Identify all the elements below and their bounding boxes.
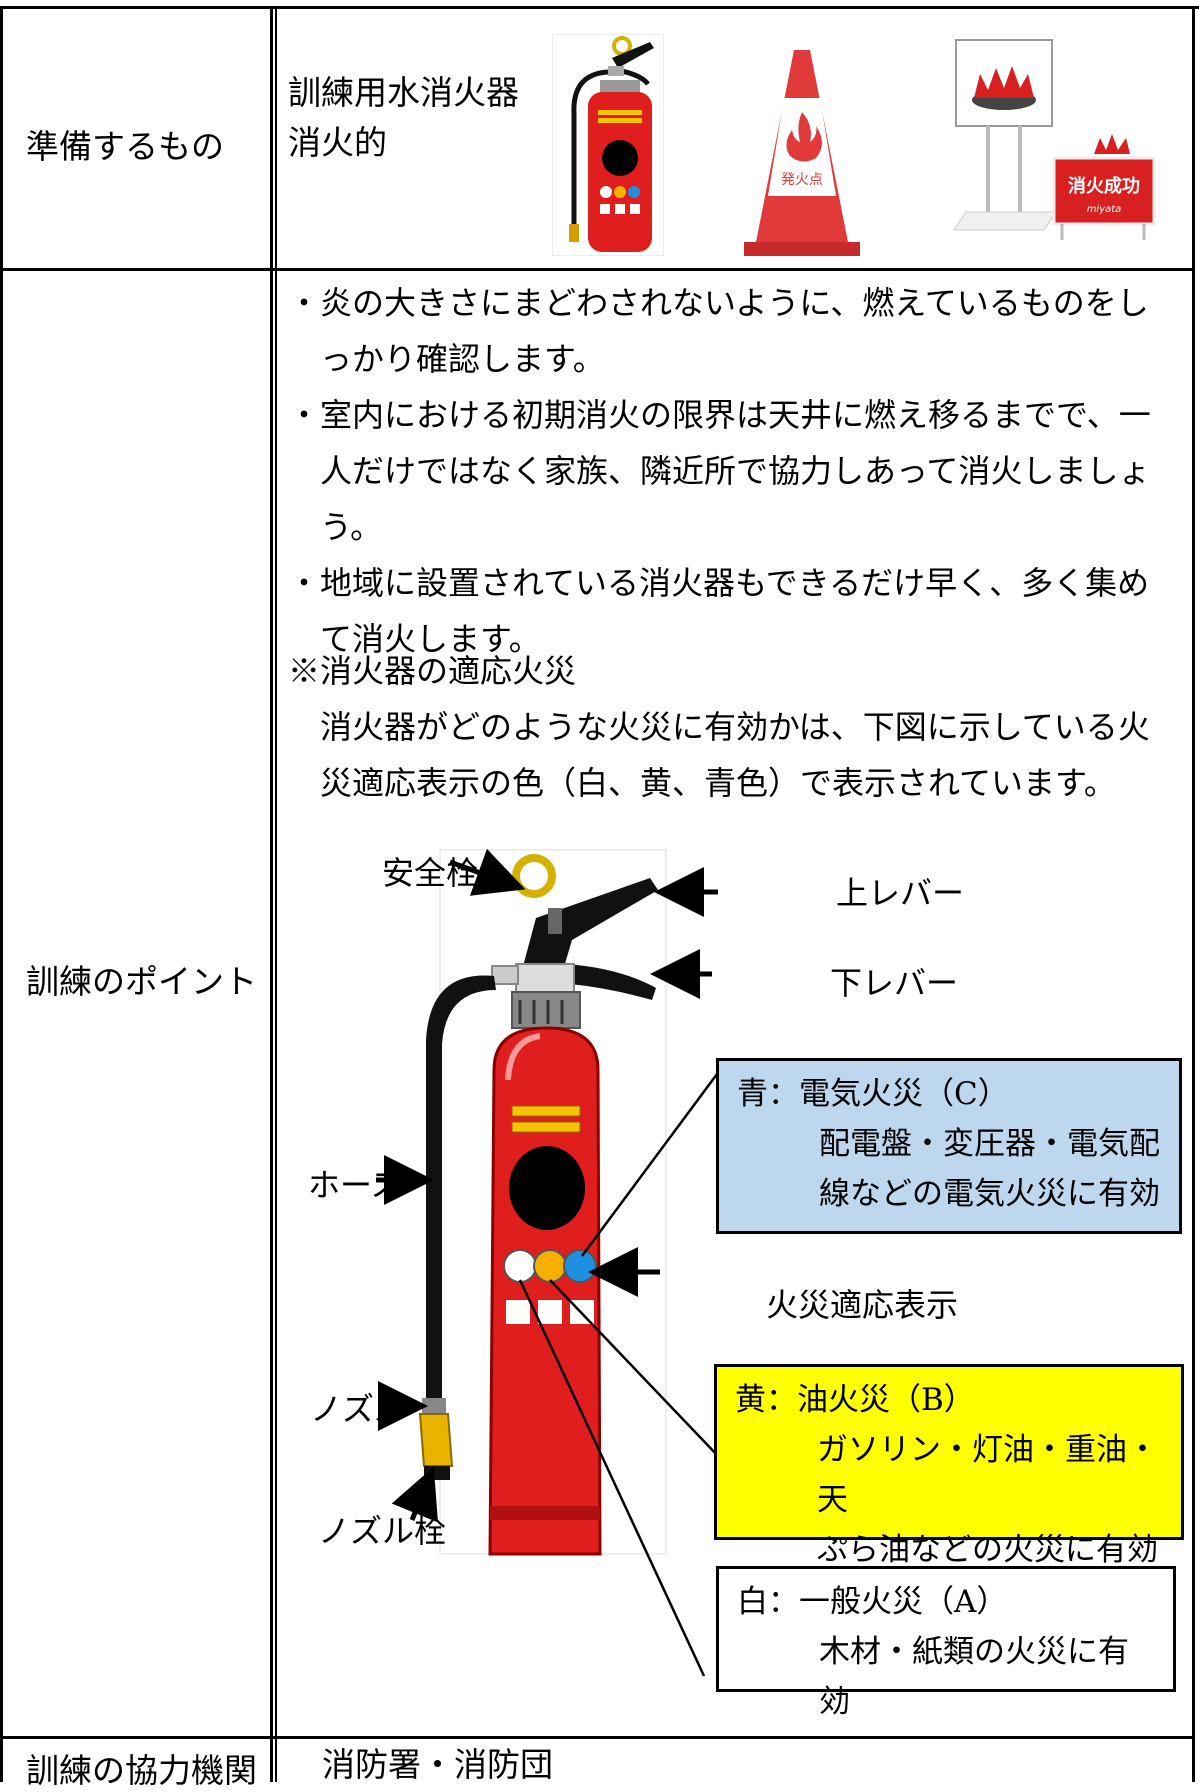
fire-class-c-line-2: 線などの電気火災に有効 [819, 1176, 1160, 1212]
fire-class-note: ※消火器の適応火災 消火器がどのような火災に有効かは、下図に示している火災適応表… [288, 643, 1168, 811]
fire-class-a-box: 白：一般火災（A） 木材・紙類の火災に有効 [716, 1566, 1176, 1720]
table-border-left [0, 6, 3, 1782]
column-divider [270, 6, 273, 1782]
label-nozzle-plug: ノズル栓 [318, 1512, 447, 1550]
prepare-item-1: 訓練用水消火器 [288, 73, 519, 112]
fire-target-image: 消火成功 miyata [953, 39, 1156, 240]
prepare-item-2: 消火的 [288, 123, 387, 162]
column-divider-inner [275, 6, 277, 1782]
note-title: ※消火器の適応火災 [288, 652, 577, 690]
traffic-cone-image: 発火点 [744, 50, 860, 256]
fire-class-a-head: 白：一般火災（A） [737, 1584, 1008, 1620]
row-label-prepare: 準備するもの [26, 127, 224, 166]
partners-value: 消防署・消防団 [322, 1745, 553, 1784]
table-border-right [1192, 6, 1195, 1782]
cone-text: 発火点 [781, 172, 823, 188]
label-hose: ホース [308, 1166, 403, 1204]
fire-class-c-line-1: 配電盤・変圧器・電気配 [819, 1126, 1160, 1162]
table-border-top [0, 6, 1199, 9]
label-nozzle: ノズル [310, 1390, 407, 1428]
label-upper-lever: 上レバー [836, 874, 965, 912]
fire-class-c-box: 青：電気火災（C） 配電盤・変圧器・電気配 線などの電気火災に有効 [716, 1058, 1182, 1234]
fire-class-b-line-2: ぷら油などの火災に有効 [817, 1532, 1158, 1568]
row-label-partners: 訓練の協力機関 [26, 1751, 257, 1790]
label-indicator: 火災適応表示 [766, 1286, 959, 1324]
bullet-3: ・地域に設置されている消火器もできるだけ早く、多く集めて消火します。 [288, 564, 1150, 658]
fire-class-c-head: 青：電気火災（C） [737, 1076, 1009, 1112]
sign-brand: miyata [1087, 204, 1122, 215]
bullet-1: ・炎の大きさにまどわされないように、燃えているものをしっかり確認します。 [288, 284, 1149, 378]
fire-class-a-line-1: 木材・紙類の火災に有効 [819, 1634, 1129, 1720]
label-lower-lever: 下レバー [830, 964, 959, 1002]
row-label-points: 訓練のポイント [26, 962, 257, 1001]
bullet-2: ・室内における初期消火の限界は天井に燃え移るまでで、一人だけではなく家族、隣近所… [288, 396, 1151, 546]
sign-text: 消火成功 [1068, 175, 1140, 197]
row-divider-2 [0, 1736, 1195, 1739]
row-divider-1 [0, 268, 1195, 271]
extinguisher-diagram [376, 848, 722, 1677]
fire-class-b-line-1: ガソリン・灯油・重油・天 [817, 1432, 1158, 1518]
fire-class-b-head: 黄：油火災（B） [735, 1382, 975, 1418]
label-safety-pin: 安全栓 [382, 854, 479, 892]
points-bullets: ・炎の大きさにまどわされないように、燃えているものをしっかり確認します。 ・室内… [288, 275, 1168, 667]
extinguisher-small-image [552, 34, 664, 256]
fire-class-b-box: 黄：油火災（B） ガソリン・灯油・重油・天 ぷら油などの火災に有効 [714, 1364, 1184, 1568]
note-body: 消火器がどのような火災に有効かは、下図に示している火災適応表示の色（白、黄、青色… [320, 708, 1150, 802]
